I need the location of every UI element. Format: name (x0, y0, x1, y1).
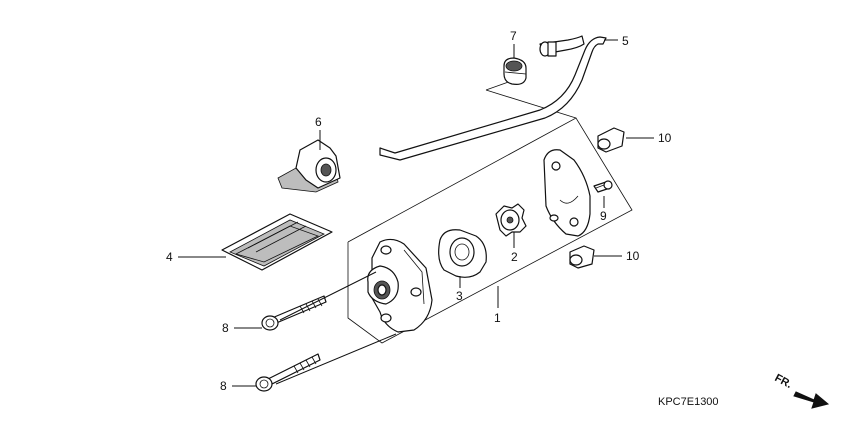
callout-3: 3 (456, 289, 463, 303)
dowel-pin-upper (597, 127, 625, 153)
callout-7: 7 (510, 29, 517, 43)
callout-8-upper: 8 (222, 321, 229, 335)
diagram-code: KPC7E1300 (658, 396, 719, 408)
callout-9: 9 (600, 209, 607, 223)
callout-1: 1 (494, 311, 501, 325)
callout-4: 4 (166, 250, 173, 264)
callout-5: 5 (622, 34, 629, 48)
direction-label: FR. (773, 372, 794, 391)
pump-cover (543, 149, 591, 237)
inner-rotor (495, 203, 527, 237)
flange-bolt-lower (255, 353, 321, 392)
callout-10-upper: 10 (658, 131, 672, 145)
oil-strainer (277, 139, 341, 193)
oil-pipe (379, 35, 607, 161)
grommet (503, 57, 527, 85)
filter-screen (221, 213, 333, 271)
screw (593, 180, 613, 193)
front-arrow-icon (793, 391, 830, 409)
front-direction-indicator: FR. (773, 372, 830, 409)
callout-8-lower: 8 (220, 379, 227, 393)
callout-2: 2 (511, 250, 518, 264)
callout-10-lower: 10 (626, 249, 640, 263)
leader-lines (178, 39, 654, 387)
oil-pump-body (367, 238, 433, 333)
callout-6: 6 (315, 115, 322, 129)
dowel-pin-lower (569, 245, 595, 269)
outer-rotor (438, 229, 487, 278)
